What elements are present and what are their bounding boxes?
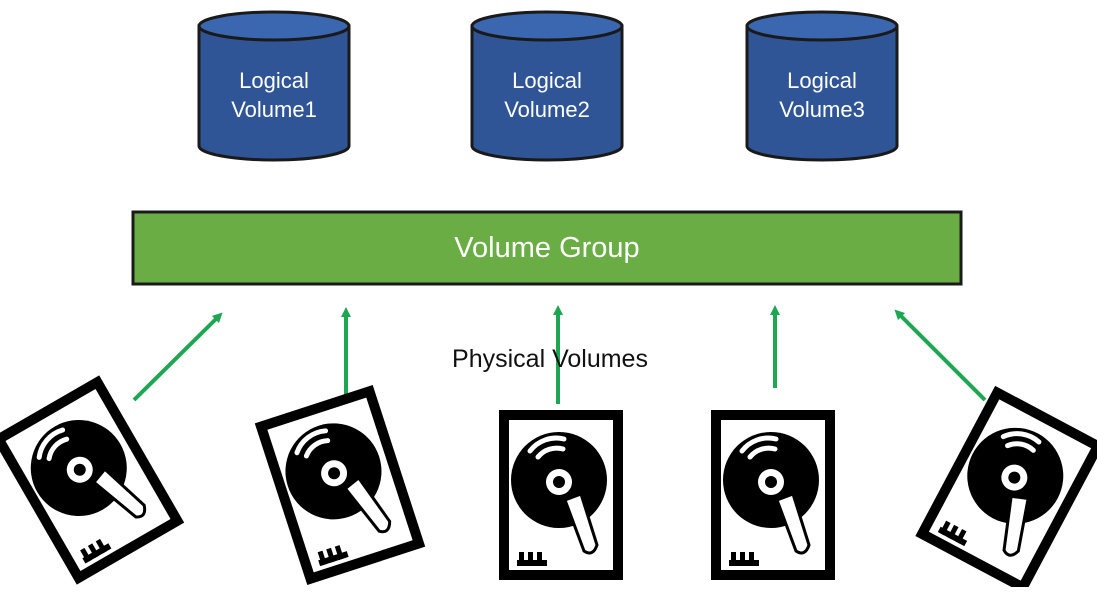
logical-volume-2-line2: Volume2	[504, 97, 590, 122]
hard-disk-icon	[499, 410, 623, 580]
volume-group-label: Volume Group	[454, 232, 640, 264]
logical-volume-1	[197, 10, 351, 162]
hard-disk-icon	[711, 410, 835, 580]
physical-volumes-label: Physical Volumes	[452, 345, 648, 373]
logical-volume-3-line2: Volume3	[779, 97, 865, 122]
logical-volume-1-line2: Volume1	[231, 97, 317, 122]
logical-volume-2-line1: Logical	[512, 68, 582, 93]
logical-volume-1-line1: Logical	[239, 68, 309, 93]
arrow-pv5	[894, 309, 987, 402]
logical-volume-1-label: Logical Volume1	[214, 66, 334, 124]
logical-volume-2	[470, 10, 624, 162]
logical-volume-3	[745, 10, 899, 162]
arrow-pv1	[132, 312, 223, 402]
volume-group-bar	[131, 210, 963, 286]
logical-volume-2-label: Logical Volume2	[487, 66, 607, 124]
logical-volume-3-label: Logical Volume3	[762, 66, 882, 124]
hard-disk-icon	[0, 375, 184, 584]
logical-volume-3-line1: Logical	[787, 68, 857, 93]
hard-disk-icon	[255, 385, 425, 585]
hard-disk-icon	[915, 386, 1097, 587]
